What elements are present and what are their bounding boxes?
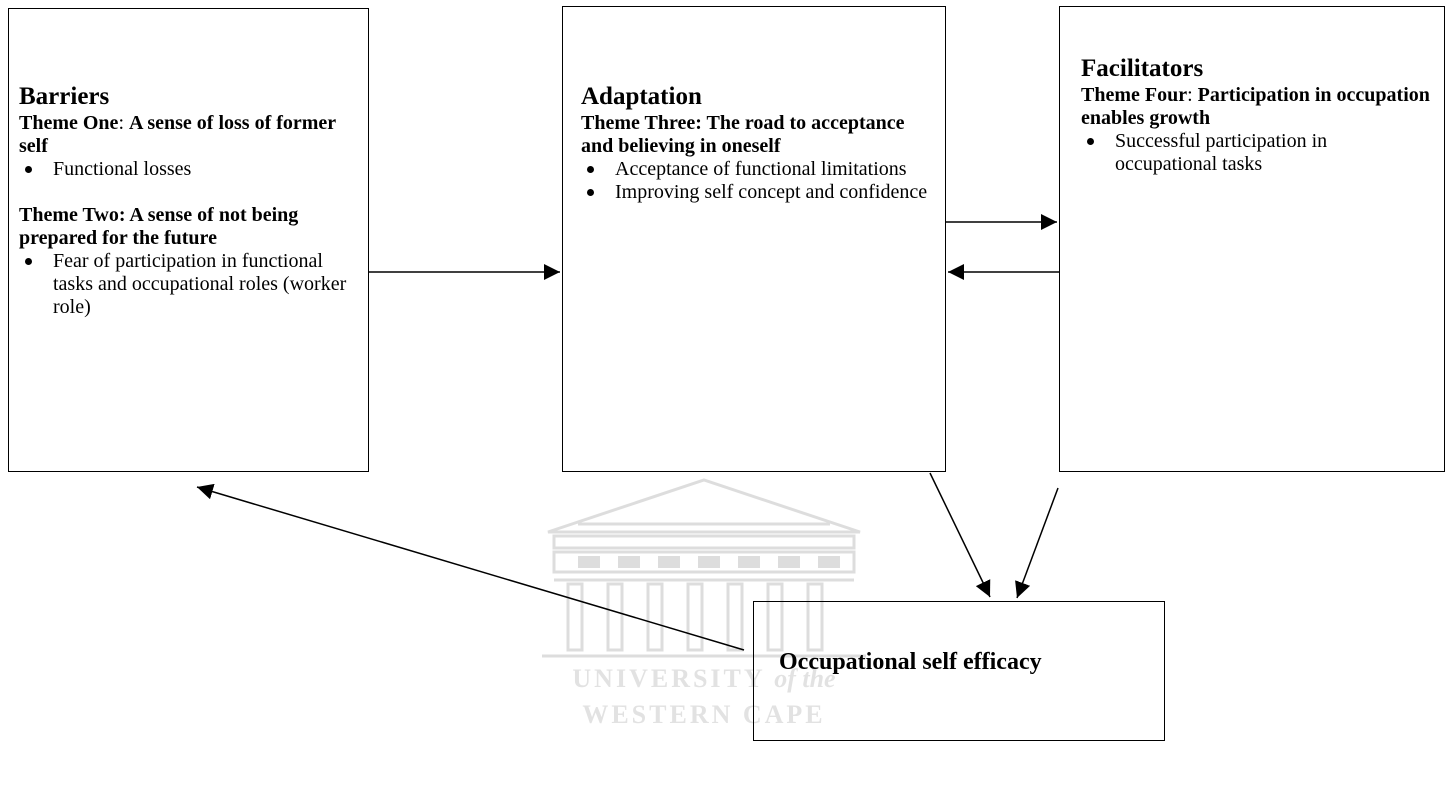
adaptation-bullet-list: Acceptance of functional limitations Imp… — [581, 158, 935, 204]
watermark-university-text: UNIVERSITY of the — [572, 664, 836, 693]
theme-four-label: Theme Four: Participation in occupation … — [1081, 84, 1430, 129]
facilitators-bullet-list: Successful participation in occupational… — [1081, 130, 1434, 176]
facilitators-box: Facilitators Theme Four: Participation i… — [1059, 6, 1445, 472]
occupational-self-efficacy-box: Occupational self efficacy — [753, 601, 1165, 741]
list-item: Successful participation in occupational… — [1081, 130, 1434, 176]
list-item: Functional losses — [19, 158, 358, 181]
arrow-adaptation-to-efficacy — [929, 472, 991, 598]
theme-two-label: Theme Two: A sense of not being prepared… — [19, 204, 299, 249]
list-item: Acceptance of functional limitations — [581, 158, 935, 181]
watermark-western-cape-text: WESTERN CAPE — [582, 700, 826, 729]
barriers-box: Barriers Theme One: A sense of loss of f… — [8, 8, 369, 472]
list-item: Fear of participation in functional task… — [19, 250, 358, 319]
theme-two-bullet-list: Fear of participation in functional task… — [19, 250, 358, 319]
theme-one-label: Theme One: A sense of loss of former sel… — [19, 112, 336, 157]
occupational-self-efficacy-label: Occupational self efficacy — [779, 649, 1042, 675]
facilitators-heading: Facilitators — [1081, 55, 1204, 82]
barriers-heading: Barriers — [19, 83, 110, 110]
adaptation-heading: Adaptation — [581, 83, 702, 110]
adaptation-box: Adaptation Theme Three: The road to acce… — [562, 6, 946, 472]
theme-one-bullet-list: Functional losses — [19, 158, 358, 181]
arrow-facilitators-to-efficacy — [1015, 487, 1059, 599]
theme-three-label: Theme Three: The road to acceptance and … — [581, 112, 905, 157]
list-item: Improving self concept and confidence — [581, 181, 935, 204]
